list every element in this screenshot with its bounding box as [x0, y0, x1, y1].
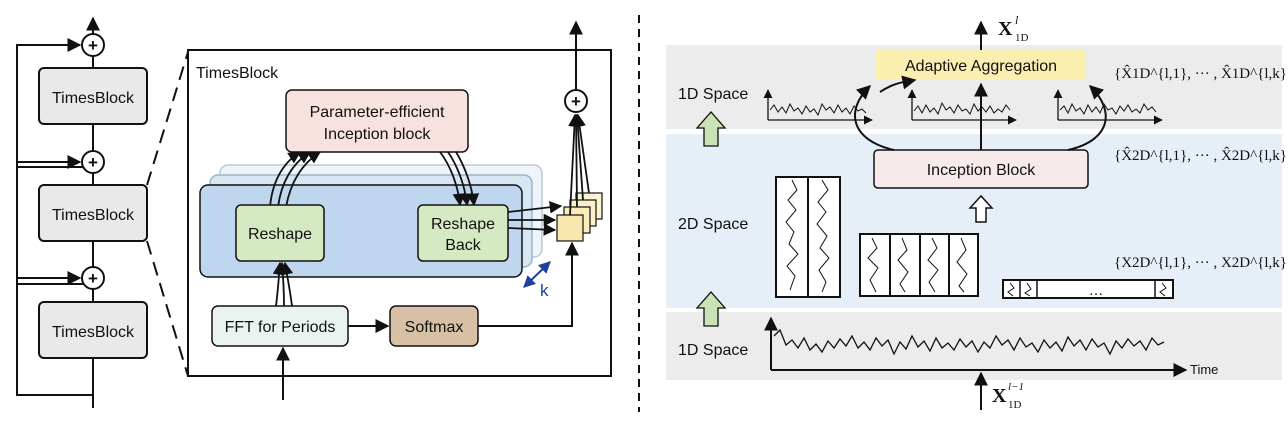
matrix-2d-thin: … — [1002, 279, 1174, 299]
timesblock-stack: TimesBlock TimesBlock TimesBlock + + + — [16, 16, 148, 408]
reshape-back-box — [417, 204, 509, 262]
reshape-back-line2: Back — [445, 237, 482, 254]
svg-text:l−1: l−1 — [1008, 381, 1024, 393]
small-series-3 — [1053, 89, 1163, 125]
timesblock-label-bottom: TimesBlock — [52, 324, 135, 341]
timesblock-detail-title: TimesBlock — [196, 65, 279, 82]
timesblock-label-top: TimesBlock — [52, 90, 135, 107]
svg-text:l: l — [1015, 13, 1019, 27]
fft-label: FFT for Periods — [225, 319, 336, 336]
adaptive-aggregation-label: Adaptive Aggregation — [905, 58, 1057, 75]
zoom-line-top — [146, 51, 189, 186]
zoom-line-bottom — [146, 240, 189, 377]
small-series-2 — [907, 89, 1017, 125]
svg-text:X: X — [992, 385, 1007, 407]
plus-node-bottom: + — [81, 266, 105, 290]
zoom-plus-node: + — [564, 89, 588, 113]
reshape-box — [235, 204, 325, 262]
softmax-label: Softmax — [405, 319, 464, 336]
k-dimension-arrow — [523, 261, 551, 288]
timesblock-box-middle — [38, 184, 148, 242]
time-axis-label: Time — [1190, 362, 1218, 377]
svg-text:+: + — [88, 153, 98, 172]
input-time-series: Time — [764, 316, 1218, 377]
svg-text:1D: 1D — [1015, 32, 1029, 44]
plus-node-middle: + — [81, 150, 105, 174]
svg-text:+: + — [571, 92, 581, 111]
output-square-1 — [556, 214, 584, 242]
hollow-up-arrow — [968, 194, 994, 223]
inception-label-line1: Parameter-efficient — [310, 104, 445, 121]
matrix-2d-large — [775, 176, 841, 298]
param-efficient-inception-box — [285, 89, 469, 153]
label-2d-space: 2D Space — [678, 216, 748, 233]
set-1d-hat-label: {X̂1D^{l,1}, ··· , X̂1D^{l,k}} — [1114, 65, 1288, 82]
green-up-arrow-bottom — [695, 291, 727, 327]
label-1d-space-bottom: 1D Space — [678, 342, 748, 359]
timesnet-right-panel: 1D Space 2D Space 1D Space Adaptive Aggr… — [666, 13, 1288, 411]
adaptive-aggregation-box — [876, 50, 1086, 80]
output-x1d-label: X l 1D — [998, 13, 1029, 44]
k-label: k — [540, 281, 549, 300]
input-x1d-label: X l−1 1D — [992, 381, 1024, 411]
reshape-back-line1: Reshape — [431, 216, 495, 233]
set-2d-label: {X2D^{l,1}, ··· , X2D^{l,k}} — [1114, 255, 1288, 271]
matrix-ellipsis: … — [1089, 282, 1104, 299]
plus-node-top: + — [81, 33, 105, 57]
green-up-arrow-top — [695, 111, 727, 147]
set-2d-hat-label: {X̂2D^{l,1}, ··· , X̂2D^{l,k}} — [1114, 147, 1288, 164]
timesblock-label-middle: TimesBlock — [52, 207, 135, 224]
svg-text:+: + — [88, 36, 98, 55]
timesblock-box-top — [38, 67, 148, 125]
timesblock-detail: TimesBlock Parameter-efficient Inception… — [187, 20, 612, 400]
inception-block-label: Inception Block — [927, 162, 1037, 179]
svg-text:1D: 1D — [1008, 399, 1022, 411]
matrix-2d-medium — [859, 233, 979, 297]
label-1d-space-top: 1D Space — [678, 86, 748, 103]
reshape-label: Reshape — [248, 226, 312, 243]
timesblock-box-bottom — [38, 301, 148, 359]
inception-label-line2: Inception block — [324, 126, 432, 143]
svg-text:X: X — [998, 18, 1013, 40]
svg-text:+: + — [88, 269, 98, 288]
